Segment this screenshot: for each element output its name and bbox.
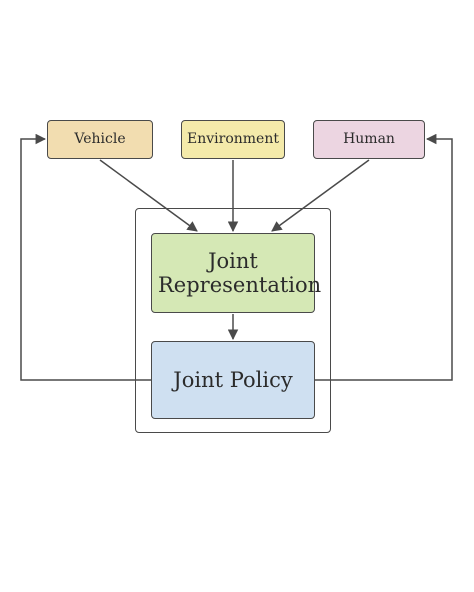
edge-vehicle-to-joint-representation <box>99 159 198 232</box>
joint-representation-node: Joint Representation <box>151 233 322 313</box>
edge-human-to-joint-representation <box>271 159 370 232</box>
vehicle-label: Vehicle <box>74 131 126 148</box>
human-label: Human <box>343 131 395 148</box>
human-node: Human <box>313 120 425 159</box>
edge-joint-policy-to-human <box>315 133 453 381</box>
joint-module-container <box>135 208 331 433</box>
joint-policy-label: Joint Policy <box>173 367 293 392</box>
environment-node: Environment <box>181 120 285 159</box>
environment-label: Environment <box>187 131 279 148</box>
edge-joint-policy-to-vehicle <box>20 133 151 381</box>
vehicle-node: Vehicle <box>47 120 153 159</box>
joint-policy-node: Joint Policy <box>151 341 315 419</box>
joint-representation-label: Joint Representation <box>158 248 322 297</box>
